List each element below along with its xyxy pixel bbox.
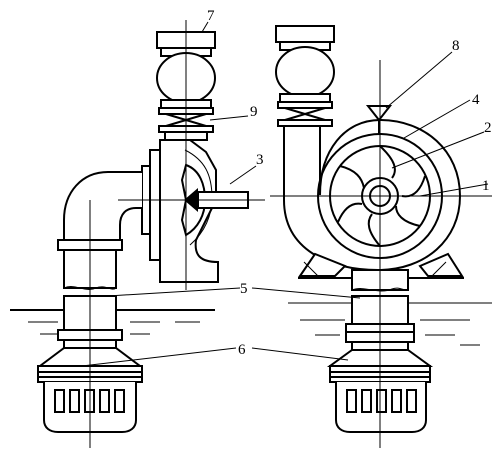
right-motor <box>275 25 335 103</box>
label-5: 5 <box>240 281 248 297</box>
leader-lines <box>81 21 489 367</box>
label-8: 8 <box>452 38 460 54</box>
vent-valve <box>365 105 393 134</box>
center-lines <box>89 20 492 448</box>
right-base <box>298 252 464 279</box>
label-3: 3 <box>256 152 264 168</box>
left-elbow-pipe <box>57 165 151 349</box>
label-4: 4 <box>472 92 480 108</box>
label-9: 9 <box>250 104 258 120</box>
label-7: 7 <box>207 8 215 24</box>
label-2: 2 <box>484 120 492 136</box>
label-6: 6 <box>238 342 246 358</box>
label-1: 1 <box>482 178 490 194</box>
right-coupling <box>277 101 333 127</box>
